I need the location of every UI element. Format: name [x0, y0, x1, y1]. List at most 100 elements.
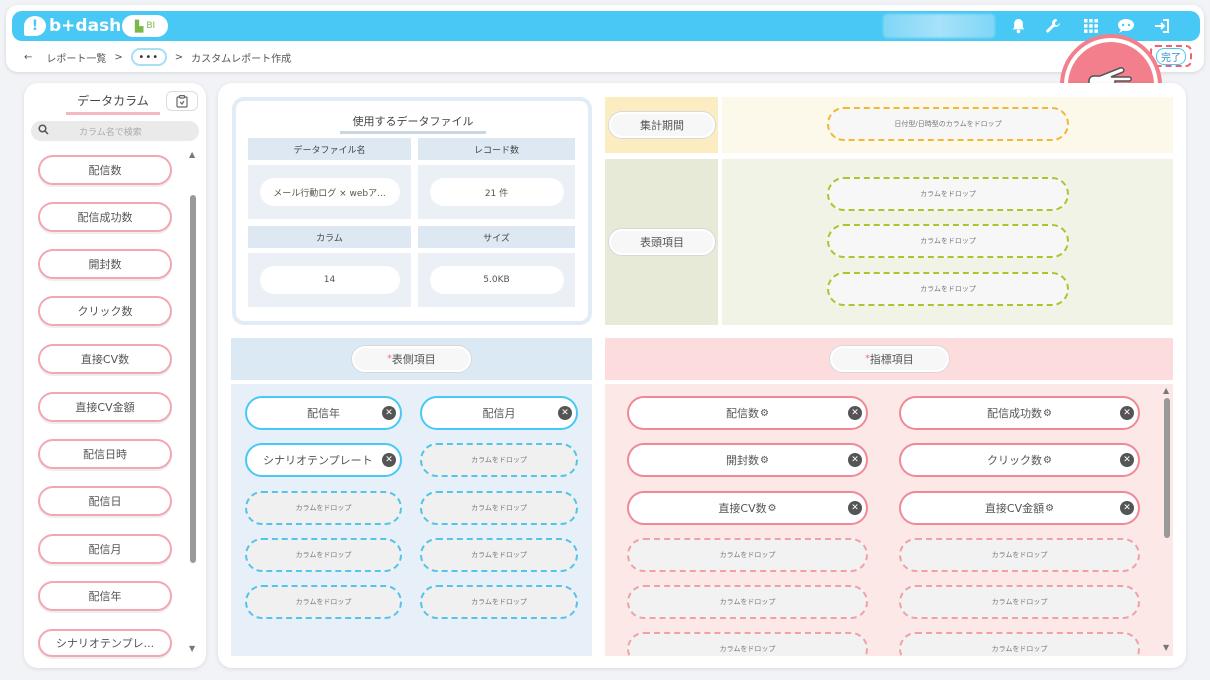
- index-drop-zone[interactable]: カラムをドロップ: [627, 632, 868, 656]
- back-arrow-icon[interactable]: ←: [24, 51, 33, 63]
- remove-icon[interactable]: ✕: [382, 406, 396, 420]
- required-mark: *: [865, 354, 870, 364]
- index-drop-zone[interactable]: カラムをドロップ: [627, 538, 868, 572]
- gear-icon[interactable]: ⚙: [760, 407, 769, 419]
- column-chip[interactable]: 直接CV数: [38, 344, 172, 374]
- row-drop-zone[interactable]: カラムをドロップ: [420, 538, 578, 572]
- scroll-up-arrow[interactable]: ▲: [1163, 386, 1170, 395]
- header-drop-zone[interactable]: カラムをドロップ: [827, 224, 1069, 258]
- breadcrumb-reports-link[interactable]: レポート一覧: [46, 53, 107, 65]
- sidebar-scrollbar[interactable]: [190, 195, 196, 563]
- column-chip[interactable]: クリック数: [38, 296, 172, 326]
- row-drop-zone[interactable]: カラムをドロップ: [420, 443, 578, 477]
- gear-icon[interactable]: ⚙: [1045, 502, 1055, 514]
- header-drop-zone[interactable]: カラムをドロップ: [827, 272, 1069, 306]
- chart-icon: ▙: [134, 19, 144, 33]
- scroll-down-arrow[interactable]: ▼: [1163, 643, 1170, 652]
- index-item-chip[interactable]: 直接CV数⚙ ✕: [627, 491, 868, 525]
- breadcrumb-separator: >: [174, 51, 184, 63]
- index-item-chip[interactable]: 直接CV金額⚙ ✕: [899, 491, 1140, 525]
- index-item-label: 配信成功数: [987, 407, 1043, 420]
- header-drop-zone[interactable]: カラムをドロップ: [827, 177, 1069, 211]
- index-scrollbar[interactable]: [1164, 398, 1170, 538]
- remove-icon[interactable]: ✕: [848, 501, 862, 515]
- search-icon: [31, 124, 55, 138]
- index-items-label-text: 指標項目: [869, 353, 914, 366]
- bi-badge-label: BI: [146, 21, 156, 31]
- remove-icon[interactable]: ✕: [1120, 406, 1134, 420]
- sidebar-title: データカラム: [66, 92, 160, 115]
- logout-icon[interactable]: [1151, 15, 1173, 37]
- index-item-chip[interactable]: クリック数⚙ ✕: [899, 443, 1140, 477]
- row-item-chip[interactable]: 配信月 ✕: [420, 396, 578, 430]
- row-item-chip[interactable]: シナリオテンプレート ✕: [245, 443, 402, 477]
- index-drop-zone[interactable]: カラムをドロップ: [627, 585, 868, 619]
- column-chip[interactable]: 配信日時: [38, 439, 172, 469]
- column-chip[interactable]: 直接CV金額: [38, 392, 172, 422]
- gear-icon[interactable]: ⚙: [760, 454, 769, 466]
- remove-icon[interactable]: ✕: [848, 406, 862, 420]
- index-item-chip[interactable]: 配信成功数⚙ ✕: [899, 396, 1140, 430]
- logo-text: b+dash: [49, 16, 122, 36]
- logo-mark: !: [24, 16, 46, 36]
- file-name-cell: メール行動ログ × webア...: [248, 165, 411, 219]
- column-count-cell: 14: [248, 253, 411, 307]
- remove-icon[interactable]: ✕: [848, 453, 862, 467]
- size-cell: 5.0KB: [418, 253, 575, 307]
- required-mark: *: [387, 354, 392, 364]
- scroll-up-arrow[interactable]: ▲: [189, 150, 196, 159]
- row-drop-zone[interactable]: カラムをドロップ: [420, 585, 578, 619]
- size-value: 5.0KB: [429, 266, 564, 294]
- period-drop-zone[interactable]: 日付型/日時型のカラムをドロップ: [827, 107, 1069, 141]
- remove-icon[interactable]: ✕: [1120, 501, 1134, 515]
- column-chip[interactable]: 配信年: [38, 581, 172, 611]
- remove-icon[interactable]: ✕: [1120, 453, 1134, 467]
- chat-icon[interactable]: [1115, 15, 1137, 37]
- record-count-cell: 21 件: [418, 165, 575, 219]
- index-drop-zone[interactable]: カラムをドロップ: [899, 538, 1140, 572]
- index-drop-zone[interactable]: カラムをドロップ: [899, 585, 1140, 619]
- column-chip[interactable]: 配信日: [38, 486, 172, 516]
- index-item-chip[interactable]: 配信数⚙ ✕: [627, 396, 868, 430]
- top-nav-bar: [12, 11, 1200, 41]
- row-drop-zone[interactable]: カラムをドロップ: [245, 491, 402, 525]
- gear-icon[interactable]: ⚙: [1043, 407, 1052, 419]
- column-search[interactable]: カラム名で検索: [31, 121, 199, 141]
- breadcrumb-more-button[interactable]: •••: [130, 48, 167, 66]
- column-chip[interactable]: 配信成功数: [38, 202, 172, 232]
- clipboard-icon[interactable]: [166, 91, 198, 111]
- gear-icon[interactable]: ⚙: [767, 502, 777, 514]
- index-item-label: クリック数: [987, 454, 1043, 467]
- search-input[interactable]: カラム名で検索: [79, 127, 142, 138]
- breadcrumb-current: カスタムレポート作成: [191, 53, 292, 65]
- gear-icon[interactable]: ⚙: [1043, 454, 1052, 466]
- column-chip[interactable]: シナリオテンプレ...: [38, 629, 172, 657]
- column-count-value: 14: [259, 266, 400, 294]
- index-drop-zone[interactable]: カラムをドロップ: [899, 632, 1140, 656]
- wrench-icon[interactable]: [1042, 15, 1064, 37]
- scroll-down-arrow[interactable]: ▼: [189, 644, 196, 653]
- record-count-value: 21 件: [429, 178, 564, 206]
- user-name-blurred[interactable]: [883, 14, 995, 38]
- done-button[interactable]: 完了: [1156, 47, 1186, 65]
- bi-badge[interactable]: ▙ BI: [122, 15, 168, 37]
- index-item-label: 直接CV数: [718, 502, 767, 515]
- column-chip[interactable]: 配信月: [38, 534, 172, 564]
- remove-icon[interactable]: ✕: [558, 406, 572, 420]
- row-drop-zone[interactable]: カラムをドロップ: [245, 585, 402, 619]
- row-items-label-text: 表側項目: [391, 353, 436, 366]
- row-drop-zone[interactable]: カラムをドロップ: [245, 538, 402, 572]
- row-item-chip[interactable]: 配信年 ✕: [245, 396, 402, 430]
- header-items-label: 表頭項目: [609, 229, 715, 255]
- row-drop-zone[interactable]: カラムをドロップ: [420, 491, 578, 525]
- index-item-chip[interactable]: 開封数⚙ ✕: [627, 443, 868, 477]
- done-button-highlight: 完了: [1150, 45, 1192, 67]
- bell-icon[interactable]: [1007, 15, 1029, 37]
- app-logo[interactable]: ! b+dash: [24, 15, 121, 37]
- column-chip[interactable]: 配信数: [38, 155, 172, 185]
- remove-icon[interactable]: ✕: [382, 453, 396, 467]
- grid-icon[interactable]: [1080, 15, 1102, 37]
- column-chip[interactable]: 開封数: [38, 249, 172, 279]
- size-header: サイズ: [418, 226, 575, 248]
- breadcrumb-separator: >: [114, 51, 123, 63]
